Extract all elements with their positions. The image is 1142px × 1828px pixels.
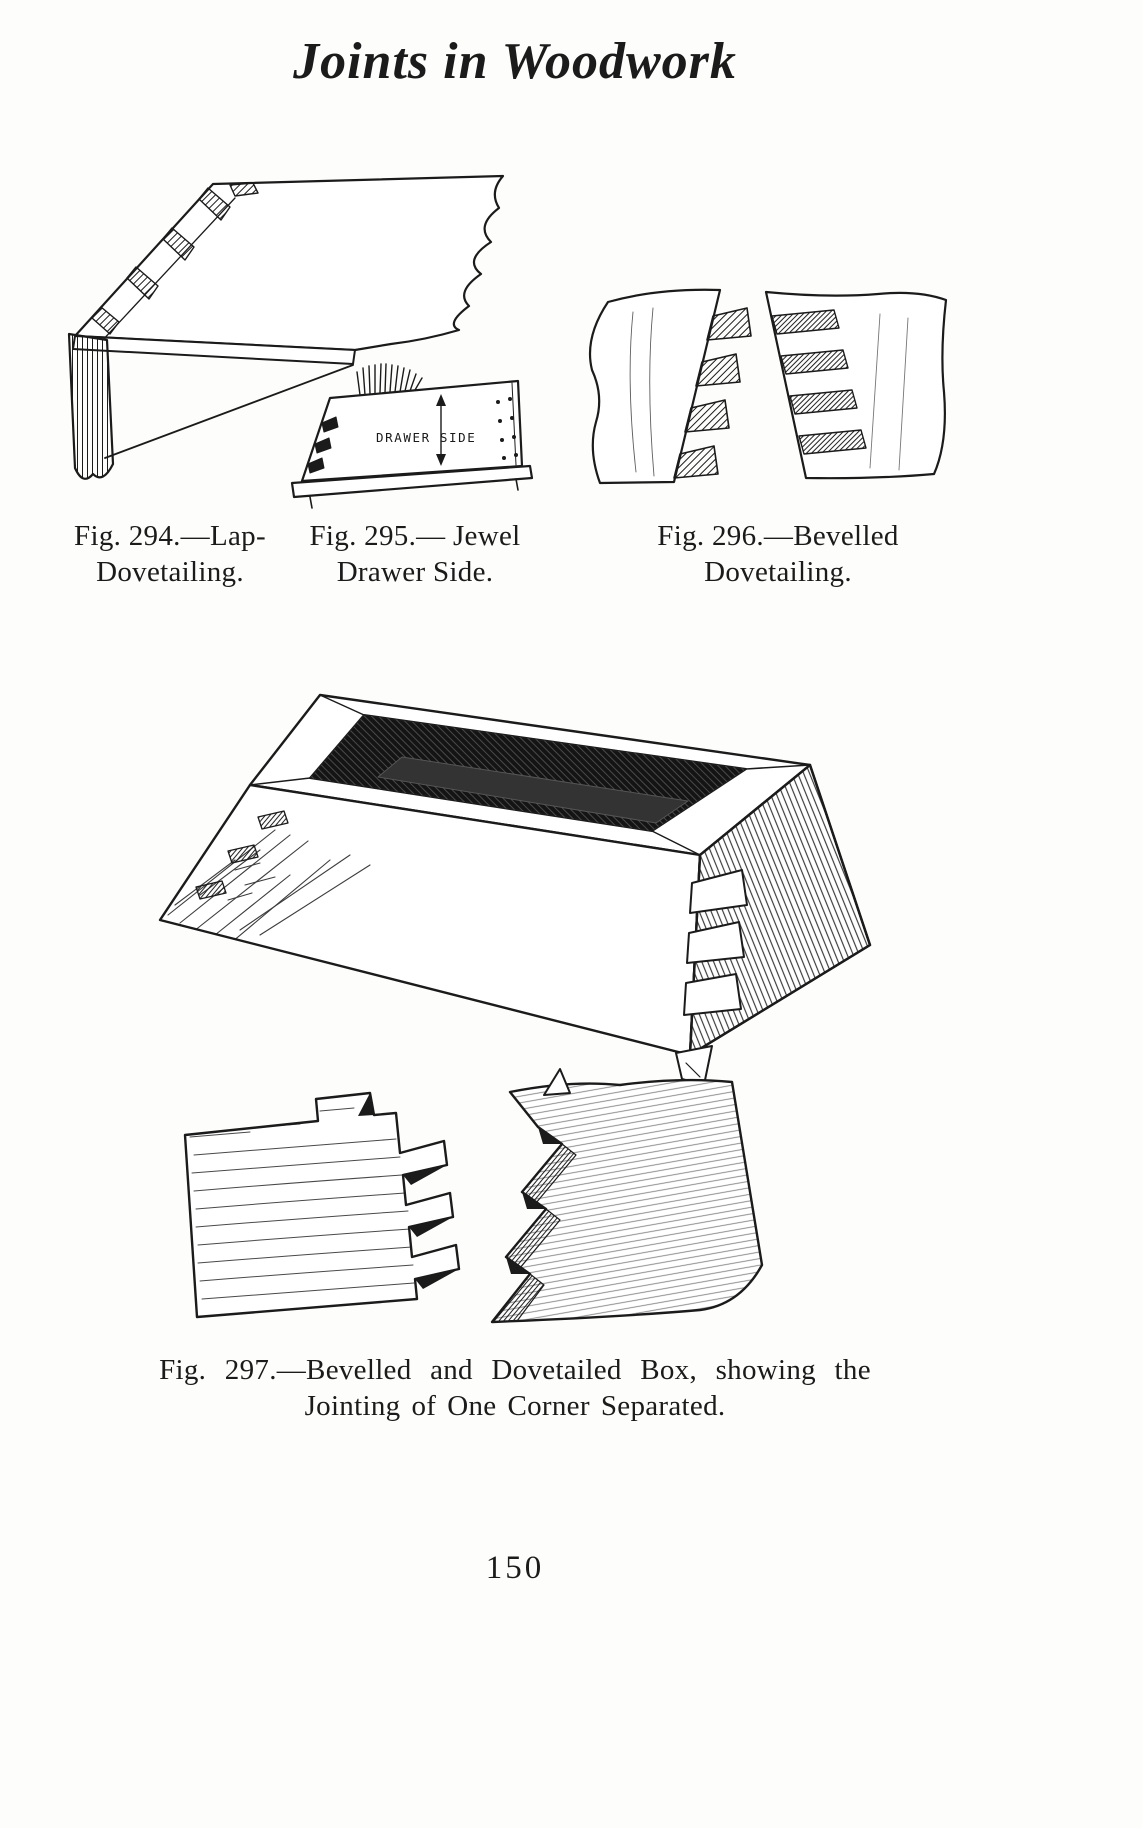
pin-shadows bbox=[358, 1093, 459, 1289]
dovetail-socket bbox=[162, 227, 195, 261]
grain-line bbox=[869, 313, 881, 469]
caption-line: Dovetailing. bbox=[96, 556, 244, 588]
dovetail-pin bbox=[683, 973, 742, 1016]
dovetail-socket bbox=[789, 389, 858, 415]
page-title: Joints in Woodwork bbox=[293, 33, 737, 90]
fig294-svg bbox=[67, 174, 505, 480]
drawer-side-drawing bbox=[290, 363, 534, 509]
pin-shadow bbox=[358, 1093, 374, 1116]
dovetail-socket bbox=[780, 349, 849, 375]
fig297-svg bbox=[158, 693, 872, 1324]
caption-line: Jointing of One Corner Separated. bbox=[304, 1390, 726, 1422]
bevelled-box bbox=[158, 693, 872, 1086]
depth-arrow bbox=[436, 394, 446, 466]
vertical-post bbox=[67, 332, 115, 480]
bevelled-dovetail-pieces bbox=[588, 288, 948, 485]
lap-dovetail-board bbox=[67, 174, 505, 480]
dovetail-mark bbox=[307, 457, 325, 474]
caption-line: Fig. 295.— Jewel bbox=[309, 520, 521, 552]
fig297-caption: Fig. 297.—Bevelled and Dovetailed Box, s… bbox=[75, 1352, 955, 1424]
fig296-caption: Fig. 296.—Bevelled Dovetailing. bbox=[608, 518, 948, 590]
inner-edge-line bbox=[511, 382, 517, 466]
socket-step-hatch bbox=[492, 1143, 577, 1322]
dovetail-marks bbox=[307, 416, 339, 474]
socket-shadow bbox=[538, 1127, 562, 1144]
dovetail-mark bbox=[321, 416, 339, 433]
pin-board bbox=[588, 288, 722, 485]
caption-line: Dovetailing. bbox=[704, 556, 852, 588]
base-foot-line bbox=[515, 478, 519, 491]
fig297-illustration bbox=[140, 665, 910, 1350]
socket-shadows bbox=[506, 1127, 562, 1274]
dovetail-slot bbox=[257, 810, 289, 830]
dovetail-pin bbox=[706, 307, 752, 341]
socket-shadow bbox=[522, 1192, 546, 1209]
top-pin-tip bbox=[543, 1068, 571, 1096]
dovetail-slot bbox=[195, 880, 227, 900]
dovetail-socket bbox=[229, 182, 259, 197]
caption-line: Drawer Side. bbox=[336, 556, 494, 588]
fig295-svg: DRAWER SIDE bbox=[290, 363, 534, 509]
dovetail-pin bbox=[673, 445, 719, 479]
dovetail-slot bbox=[227, 844, 259, 864]
dovetail-pin bbox=[689, 869, 748, 914]
bracket-line bbox=[104, 364, 354, 459]
dovetail-pins bbox=[673, 307, 752, 479]
dovetail-sockets bbox=[91, 182, 259, 335]
dovetail-pin bbox=[684, 399, 730, 433]
dovetail-socket bbox=[91, 306, 120, 335]
dovetail-sockets bbox=[771, 309, 867, 455]
front-dovetail-slots bbox=[195, 810, 289, 900]
fig296-illustration bbox=[578, 282, 966, 496]
lap-shoulder-line bbox=[99, 197, 236, 344]
socket-shadow bbox=[506, 1257, 530, 1274]
dovetail-pin bbox=[686, 921, 745, 964]
grain-line bbox=[898, 317, 909, 471]
pin-shadow bbox=[409, 1217, 453, 1237]
pin-piece-face bbox=[183, 1091, 461, 1319]
nail-dots bbox=[496, 397, 518, 460]
drawer-base bbox=[290, 464, 534, 499]
fig294-illustration bbox=[55, 168, 537, 516]
pin-shadow bbox=[415, 1269, 459, 1289]
dovetail-socket bbox=[126, 266, 159, 300]
base-foot-line bbox=[309, 496, 313, 509]
separated-socket-piece bbox=[490, 1068, 764, 1324]
rim-miter-lines bbox=[249, 694, 811, 856]
caption-line: Fig. 297.—Bevelled and Dovetailed Box, s… bbox=[159, 1354, 871, 1386]
page-number: 150 bbox=[485, 1550, 545, 1586]
caption-line: Fig. 294.—Lap- bbox=[74, 520, 266, 552]
dovetail-socket bbox=[771, 309, 840, 335]
pin-piece-grain bbox=[189, 1107, 415, 1300]
end-grain-tuft bbox=[356, 363, 423, 396]
fig294-caption: Fig. 294.—Lap- Dovetailing. bbox=[40, 518, 300, 590]
fig295-caption: Fig. 295.— Jewel Drawer Side. bbox=[285, 518, 545, 590]
corner-dovetail-pins bbox=[675, 869, 748, 1086]
dovetail-socket bbox=[198, 187, 231, 221]
dovetail-mark bbox=[314, 437, 332, 454]
dovetail-socket bbox=[798, 429, 867, 455]
fig296-svg bbox=[588, 288, 948, 485]
dovetail-pin bbox=[695, 353, 741, 387]
board-top-face bbox=[73, 174, 505, 352]
pin-shadow bbox=[403, 1165, 447, 1185]
drawer-side-label: DRAWER SIDE bbox=[376, 430, 476, 445]
fig295-illustration: DRAWER SIDE bbox=[288, 350, 555, 516]
grain-line bbox=[629, 311, 637, 473]
separated-pin-piece bbox=[183, 1091, 461, 1319]
box-interior-floor bbox=[377, 756, 689, 824]
grain-line bbox=[649, 307, 655, 477]
caption-line: Fig. 296.—Bevelled bbox=[657, 520, 899, 552]
